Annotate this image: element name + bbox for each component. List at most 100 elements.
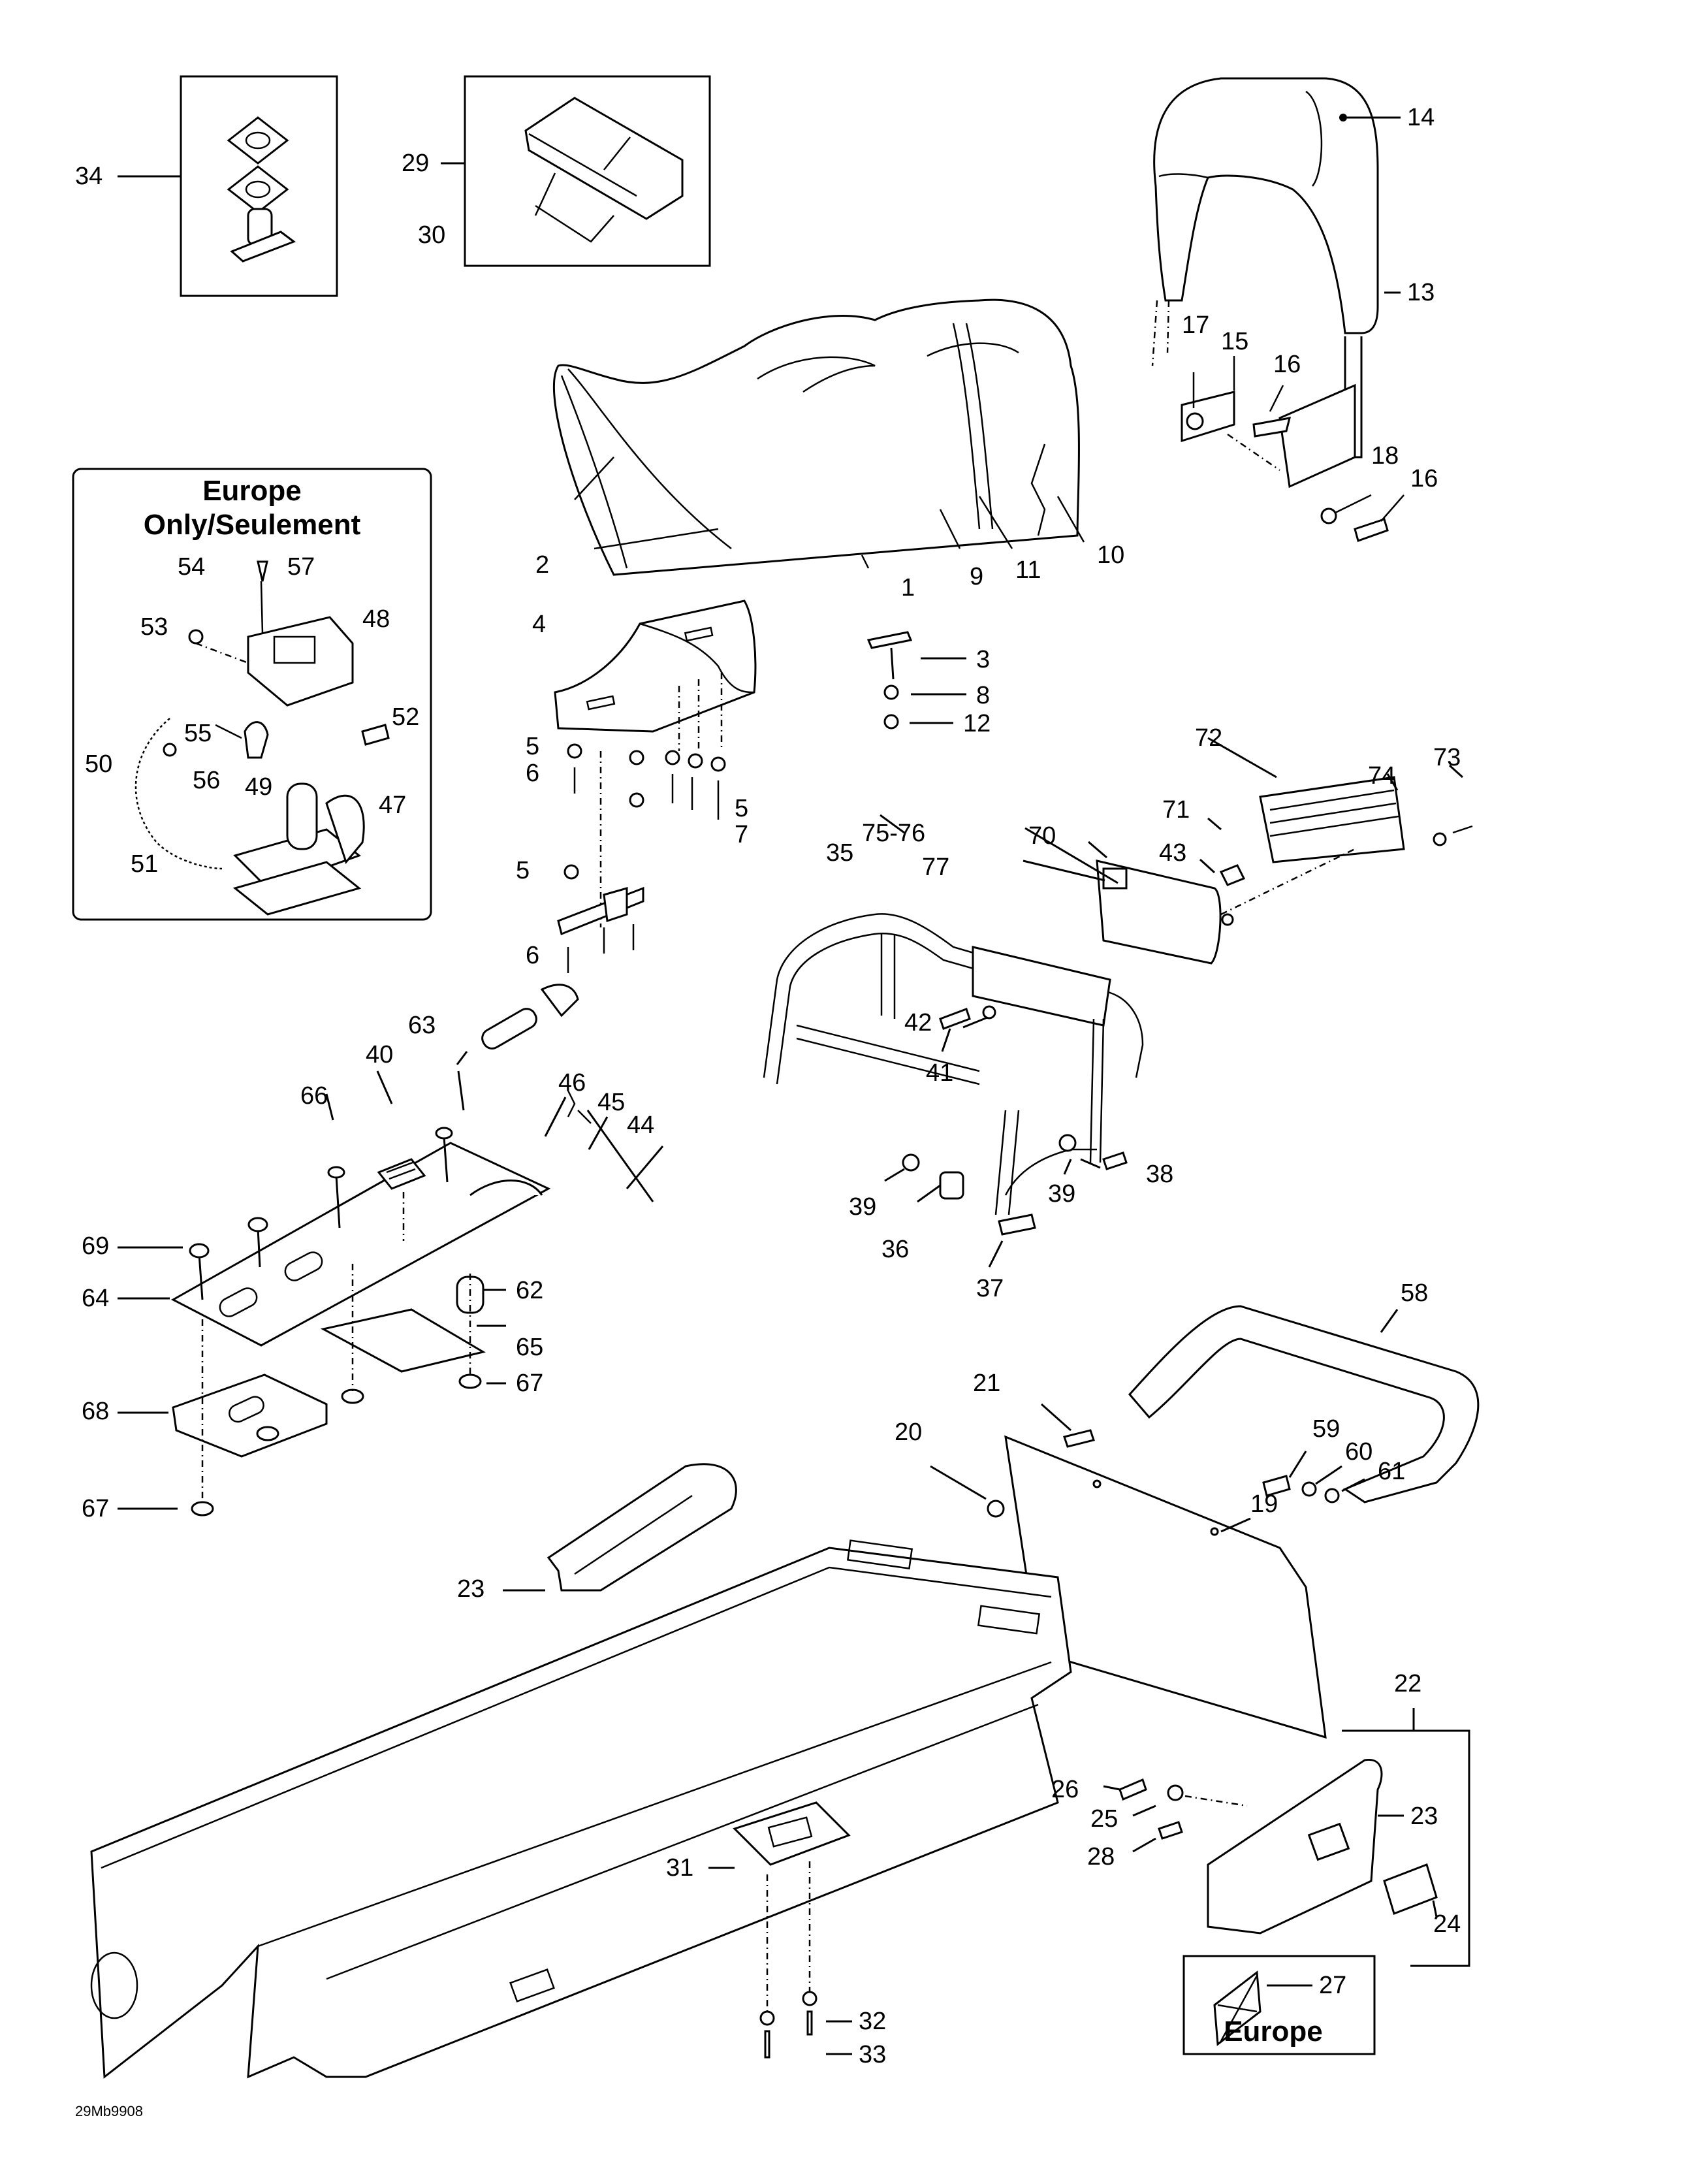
- kit-box-29: [441, 75, 711, 267]
- callout-6a: 6: [526, 760, 539, 787]
- europe-only-inset: [72, 468, 432, 921]
- callout-62: 62: [516, 1277, 543, 1304]
- callout-28: 28: [1087, 1843, 1115, 1871]
- callout-36: 36: [881, 1236, 909, 1263]
- bolt-group-3-8-12: [866, 631, 966, 730]
- callout-67a: 67: [516, 1370, 543, 1397]
- callout-29: 29: [402, 150, 429, 177]
- callout-32: 32: [859, 2008, 886, 2035]
- callout-3: 3: [976, 646, 990, 673]
- callout-8: 8: [976, 682, 990, 709]
- callout-59: 59: [1312, 1415, 1340, 1443]
- callout-54: 54: [178, 553, 205, 581]
- snowflap-grab-handle: [930, 1305, 1480, 1739]
- callout-38: 38: [1146, 1161, 1173, 1188]
- callout-26: 26: [1051, 1776, 1079, 1803]
- callout-22: 22: [1394, 1670, 1421, 1697]
- callout-44: 44: [627, 1112, 654, 1139]
- seat-base: [554, 600, 757, 973]
- callout-51: 51: [131, 850, 158, 878]
- callout-21: 21: [973, 1370, 1000, 1397]
- callout-77: 77: [922, 854, 949, 881]
- callout-41: 41: [926, 1059, 953, 1087]
- callout-40: 40: [366, 1041, 393, 1068]
- callout-52: 52: [392, 703, 419, 731]
- callout-58: 58: [1401, 1279, 1428, 1307]
- drawing-code: 29Mb9908: [75, 2103, 143, 2119]
- callout-43: 43: [1159, 839, 1186, 867]
- callout-75: 75-76: [862, 820, 925, 847]
- callout-45: 45: [597, 1089, 625, 1116]
- europe-only-title-line2: Only/Seulement: [144, 509, 361, 541]
- callout-64: 64: [82, 1285, 109, 1312]
- callout-66: 66: [300, 1082, 328, 1110]
- callout-14: 14: [1407, 104, 1435, 131]
- callout-5a: 5: [526, 733, 539, 760]
- callout-55: 55: [184, 720, 212, 747]
- callout-17: 17: [1182, 312, 1209, 339]
- callout-27: 27: [1319, 1972, 1346, 1999]
- callout-48: 48: [362, 605, 390, 633]
- callout-71: 71: [1162, 796, 1190, 824]
- callout-68: 68: [82, 1398, 109, 1425]
- callout-5c: 5: [516, 857, 530, 884]
- callout-72: 72: [1195, 724, 1222, 752]
- callout-16a: 16: [1273, 351, 1301, 378]
- callout-35: 35: [826, 839, 853, 867]
- callout-46: 46: [558, 1069, 586, 1097]
- callout-9: 9: [970, 563, 983, 590]
- rear-rack-assembly: [763, 737, 1473, 1268]
- callout-labels: Europe Only/Seulement Europe 29Mb9908 34…: [75, 104, 1461, 2119]
- callout-18: 18: [1371, 442, 1399, 470]
- callout-69: 69: [82, 1232, 109, 1260]
- callout-56: 56: [193, 767, 220, 794]
- callout-6b: 6: [526, 942, 539, 969]
- callout-57: 57: [287, 553, 315, 581]
- callout-33: 33: [859, 2041, 886, 2068]
- callout-31: 31: [666, 1854, 693, 1882]
- callout-23a: 23: [457, 1575, 484, 1603]
- callout-5b: 5: [735, 795, 748, 822]
- callout-60: 60: [1345, 1438, 1373, 1466]
- callout-16b: 16: [1410, 465, 1438, 492]
- callout-34: 34: [75, 163, 103, 190]
- callout-2: 2: [535, 551, 549, 579]
- callout-24: 24: [1433, 1910, 1461, 1938]
- callout-13: 13: [1407, 279, 1435, 306]
- tunnel: [90, 1463, 1470, 2079]
- callout-53: 53: [140, 613, 168, 641]
- callout-65: 65: [516, 1334, 543, 1361]
- callout-39b: 39: [849, 1193, 876, 1221]
- callout-30: 30: [418, 221, 445, 249]
- callout-4: 4: [532, 611, 546, 638]
- callout-61: 61: [1378, 1458, 1405, 1485]
- callout-19: 19: [1250, 1490, 1278, 1518]
- callout-7: 7: [735, 821, 748, 848]
- seat-assembly: [553, 298, 1085, 576]
- callout-37: 37: [976, 1275, 1004, 1302]
- callout-42: 42: [904, 1009, 932, 1036]
- europe-inset: [1182, 1955, 1376, 2055]
- callout-70: 70: [1028, 822, 1056, 850]
- callout-25: 25: [1090, 1805, 1118, 1833]
- kit-box-34: [118, 75, 338, 297]
- callout-23b: 23: [1410, 1803, 1438, 1830]
- callout-20: 20: [895, 1419, 922, 1446]
- callout-12: 12: [963, 710, 991, 737]
- europe-title: Europe: [1224, 2015, 1323, 2048]
- callout-49: 49: [245, 773, 272, 801]
- hitch-plate-assembly: [118, 984, 664, 1517]
- callout-15: 15: [1221, 328, 1248, 355]
- callout-73: 73: [1433, 744, 1461, 771]
- callout-1: 1: [901, 574, 915, 602]
- callout-63: 63: [408, 1012, 436, 1039]
- europe-only-title-line1: Europe: [202, 475, 302, 507]
- callout-11: 11: [1015, 556, 1041, 584]
- callout-67b: 67: [82, 1495, 109, 1522]
- callout-50: 50: [85, 750, 112, 778]
- callout-74: 74: [1368, 762, 1395, 790]
- callout-47: 47: [379, 792, 406, 819]
- callout-10: 10: [1097, 541, 1124, 569]
- callout-39a: 39: [1048, 1180, 1075, 1208]
